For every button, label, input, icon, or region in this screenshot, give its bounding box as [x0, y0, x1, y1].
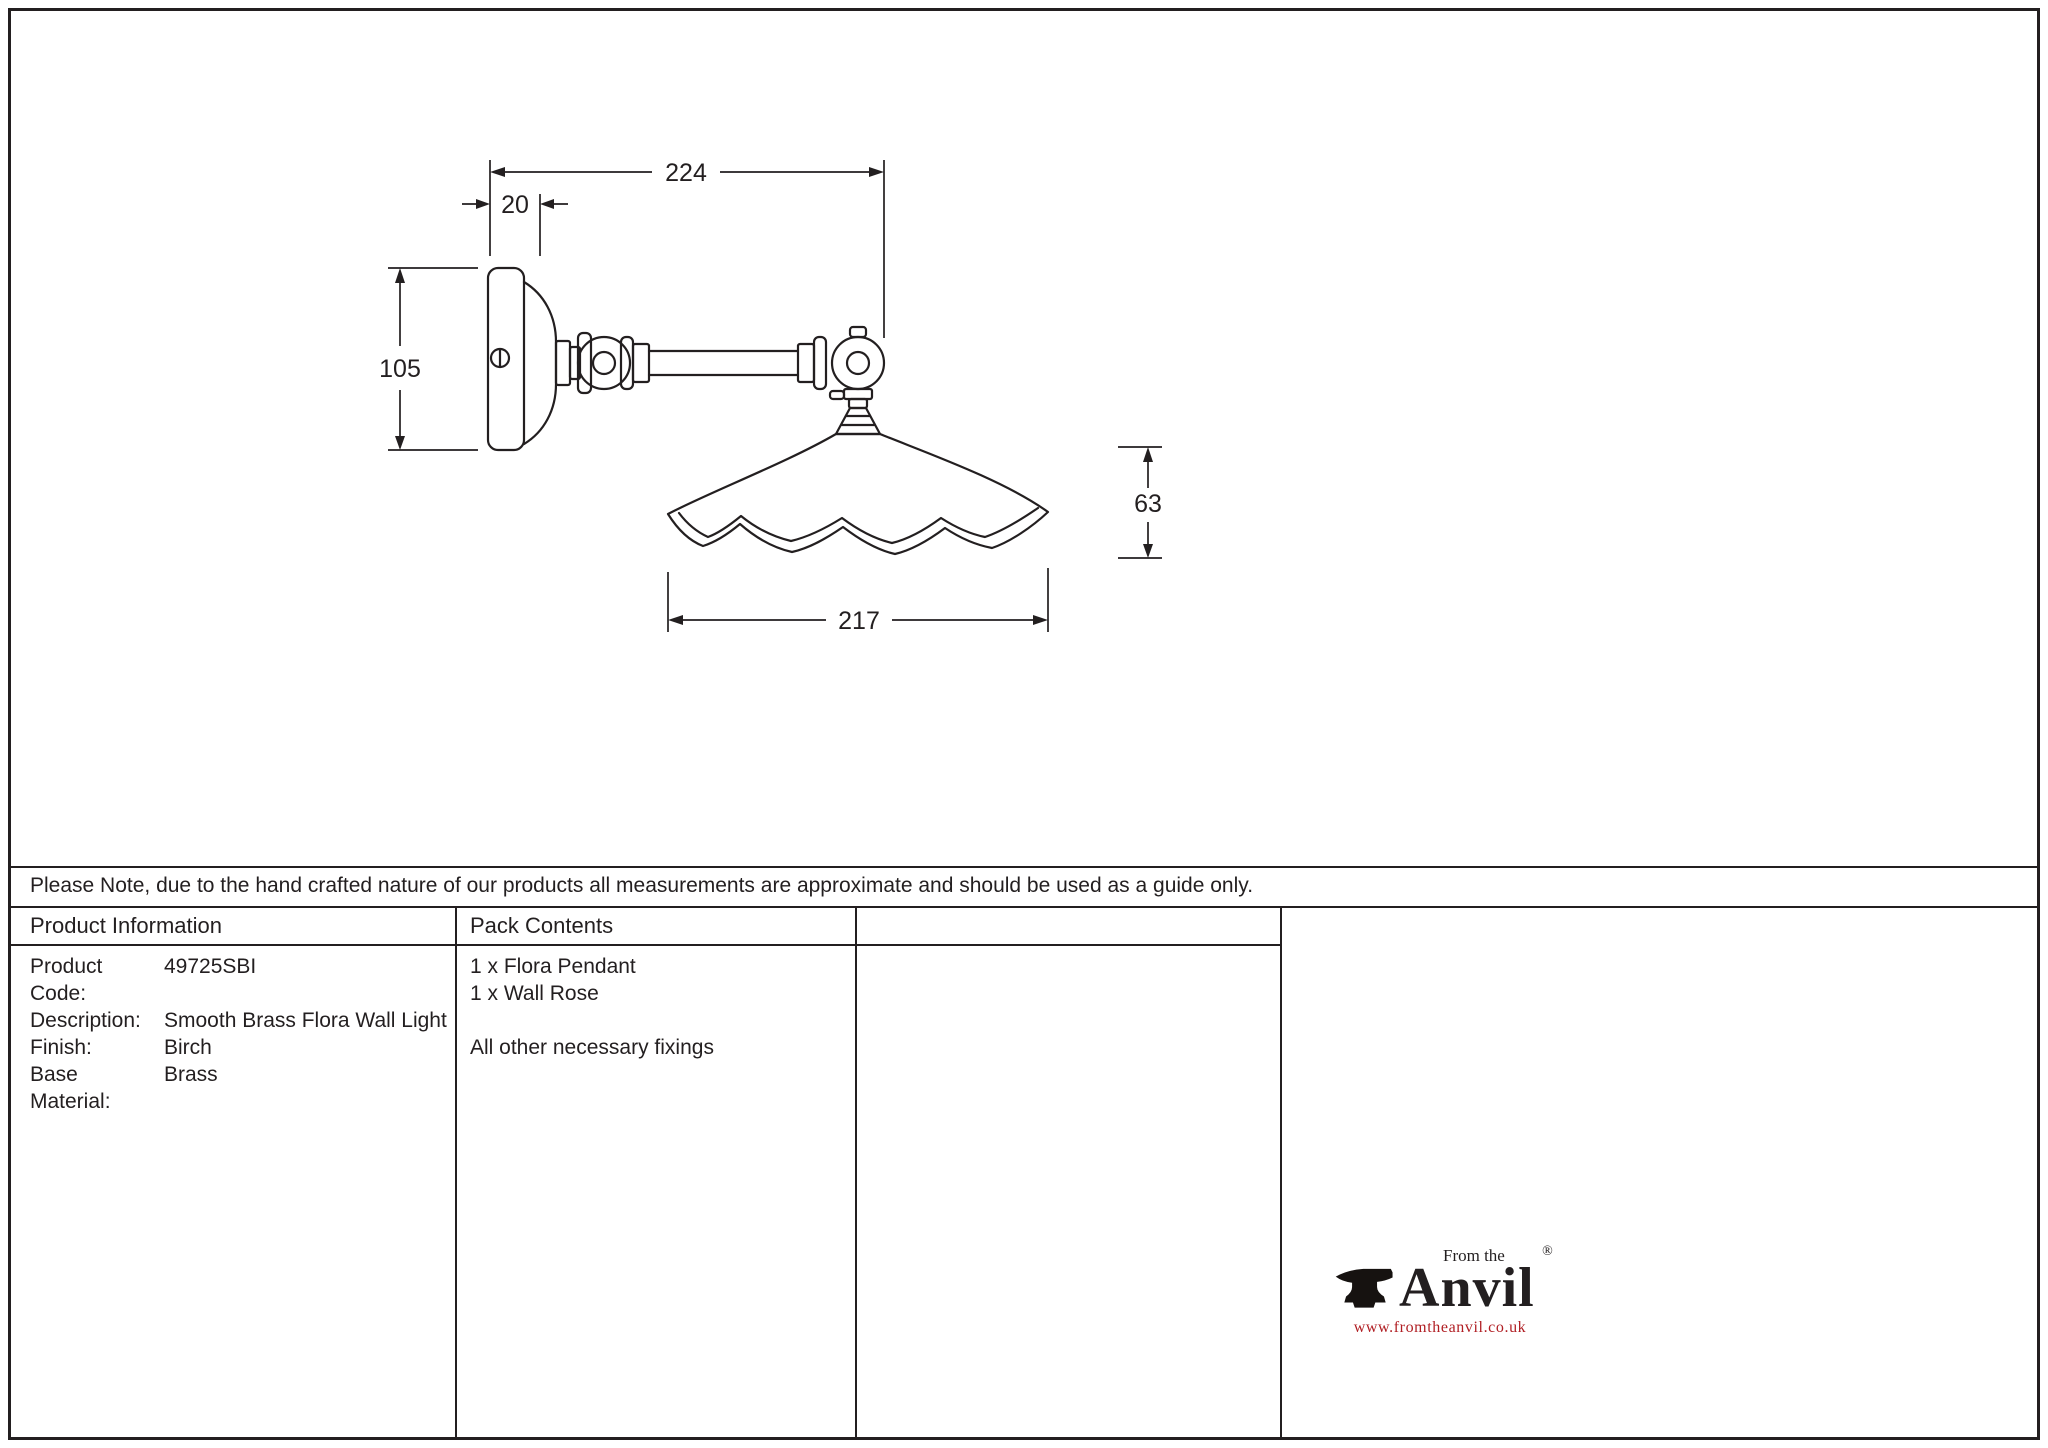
swivel-joint-right	[812, 325, 886, 391]
dim-105-label: 105	[379, 355, 421, 383]
list-item: All other necessary fixings	[470, 1036, 714, 1059]
product-info-table: Product Code: 49725SBI Description: Smoo…	[30, 953, 447, 1115]
dim-20-label: 20	[501, 191, 529, 219]
screw-icon	[489, 347, 511, 369]
table-column-divider-1	[455, 906, 457, 1437]
table-column-divider-2	[855, 906, 857, 1437]
table-row: Product Code: 49725SBI	[30, 953, 447, 1007]
info-label: Base Material:	[30, 1063, 111, 1113]
table-column-divider-3	[1280, 906, 1282, 1437]
list-item: 1 x Flora Pendant	[470, 955, 636, 978]
dim-shade-diameter: 217	[667, 568, 1049, 635]
logo-from-the: From the	[1443, 1246, 1505, 1265]
border-frame	[8, 8, 2040, 1440]
flora-shade	[666, 432, 1050, 556]
info-label: Finish:	[30, 1036, 92, 1059]
info-value: Birch	[164, 1036, 212, 1059]
wall-light-drawing	[486, 266, 1050, 556]
dim-217-label: 217	[838, 607, 880, 635]
swivel-joint-left	[576, 331, 635, 395]
dim-rose-diameter: 105	[379, 267, 478, 451]
product-info-header: Product Information	[30, 913, 222, 938]
pack-contents-list: 1 x Flora Pendant 1 x Wall Rose All othe…	[470, 953, 714, 1061]
anvil-logo: From the Anvil ® www.fromtheanvil.co.uk	[1334, 1244, 1553, 1337]
list-item: 1 x Wall Rose	[470, 982, 599, 1005]
table-row: Description: Smooth Brass Flora Wall Lig…	[30, 1007, 447, 1034]
pack-contents-header: Pack Contents	[470, 913, 614, 938]
note-divider-top	[8, 866, 2040, 868]
registered-mark: ®	[1542, 1244, 1553, 1259]
dim-63-label: 63	[1134, 490, 1162, 518]
info-label: Description:	[30, 1009, 141, 1032]
note-text: Please Note, due to the hand crafted nat…	[30, 874, 1254, 897]
info-value: Smooth Brass Flora Wall Light	[164, 1009, 447, 1032]
table-row: Finish: Birch	[30, 1034, 447, 1061]
arm	[631, 342, 816, 384]
anvil-icon	[1335, 1269, 1393, 1308]
dim-224-label: 224	[665, 159, 707, 187]
dim-shade-height: 63	[1118, 446, 1162, 559]
dim-overall-width: 224	[489, 159, 885, 338]
info-label: Product Code:	[30, 955, 103, 1005]
wall-rose	[486, 266, 582, 452]
info-value: Brass	[164, 1063, 218, 1086]
table-header-divider	[8, 944, 1282, 946]
list-item	[470, 1007, 714, 1034]
table-row: Base Material: Brass	[30, 1061, 447, 1115]
dim-rose-depth: 20	[462, 191, 568, 256]
lamp-holder	[828, 387, 882, 436]
technical-drawing: 224 20 105 63 217	[379, 159, 1162, 635]
info-value: 49725SBI	[164, 955, 257, 978]
logo-name: Anvil	[1399, 1257, 1535, 1319]
logo-url: www.fromtheanvil.co.uk	[1353, 1319, 1527, 1337]
table-top-divider	[8, 906, 2040, 908]
